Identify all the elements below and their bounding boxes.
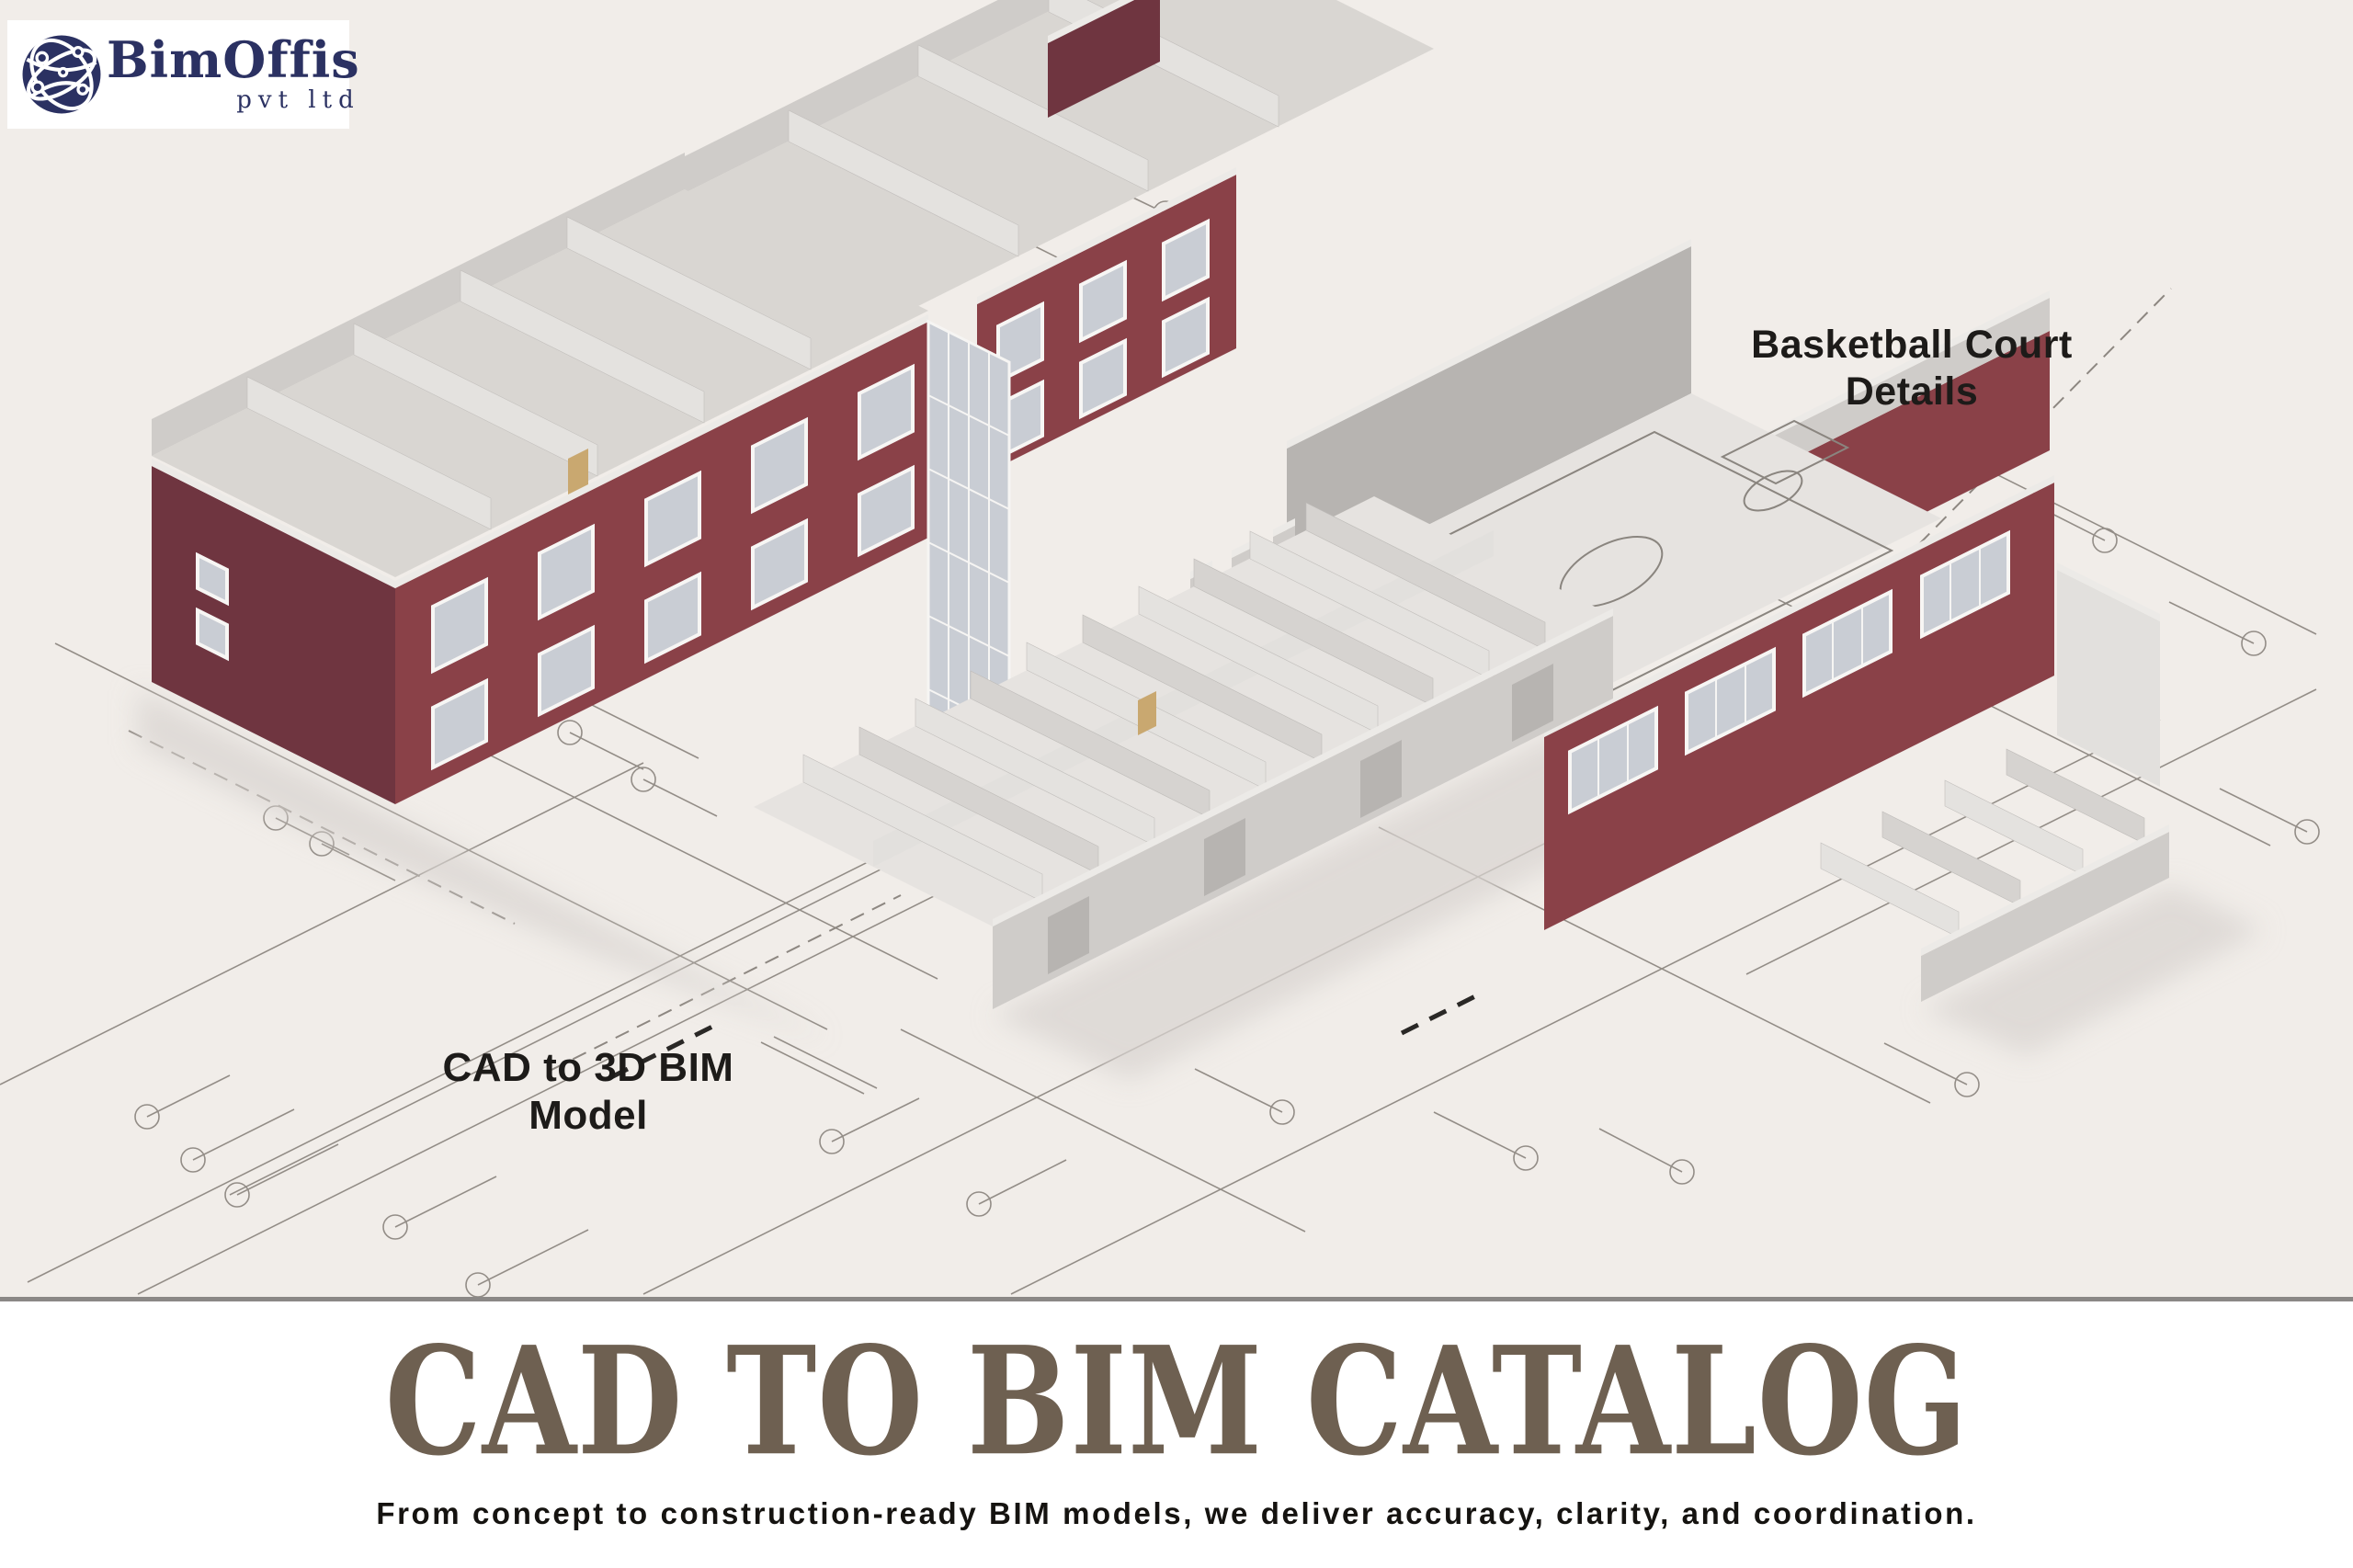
globe-network-icon — [22, 35, 101, 114]
grid-bubbles — [134, 176, 2320, 1298]
logo-text: BimOffis pvt ltd — [107, 35, 369, 114]
front-wing — [754, 496, 1613, 1009]
footer-band: CAD TO BIM CATALOG From concept to const… — [0, 1301, 2353, 1568]
bim-building-model — [152, 0, 2169, 1009]
front-wing-wall — [993, 616, 1613, 1009]
poster-tagline: From concept to construction-ready BIM m… — [376, 1496, 1977, 1530]
basketball-court-label-line1: Basketball Court — [1751, 323, 2073, 367]
basketball-court-label: Basketball Court Details — [1691, 322, 2132, 415]
logo-brand: BimOffis — [107, 30, 360, 89]
cad-to-bim-label-line1: CAD to 3D BIM — [442, 1045, 734, 1090]
logo-suffix: pvt ltd — [236, 86, 360, 114]
left-wing — [152, 153, 928, 804]
footer-divider-rule — [0, 1297, 2353, 1301]
locker-rooms — [1820, 748, 2169, 1002]
basketball-court-label-line2: Details — [1845, 369, 1979, 414]
gym-ribbon-windows — [1568, 529, 2010, 815]
bim-model-scene — [0, 0, 2320, 1298]
cad-to-bim-label: CAD to 3D BIM Model — [377, 1044, 800, 1140]
poster-title: CAD TO BIM CATALOG — [384, 1314, 1969, 1490]
left-wing-end-wall — [152, 466, 395, 804]
north-wing — [685, 0, 1434, 478]
cad-to-bim-label-line2: Model — [529, 1092, 648, 1138]
logo-card: BimOffis pvt ltd — [7, 20, 359, 129]
